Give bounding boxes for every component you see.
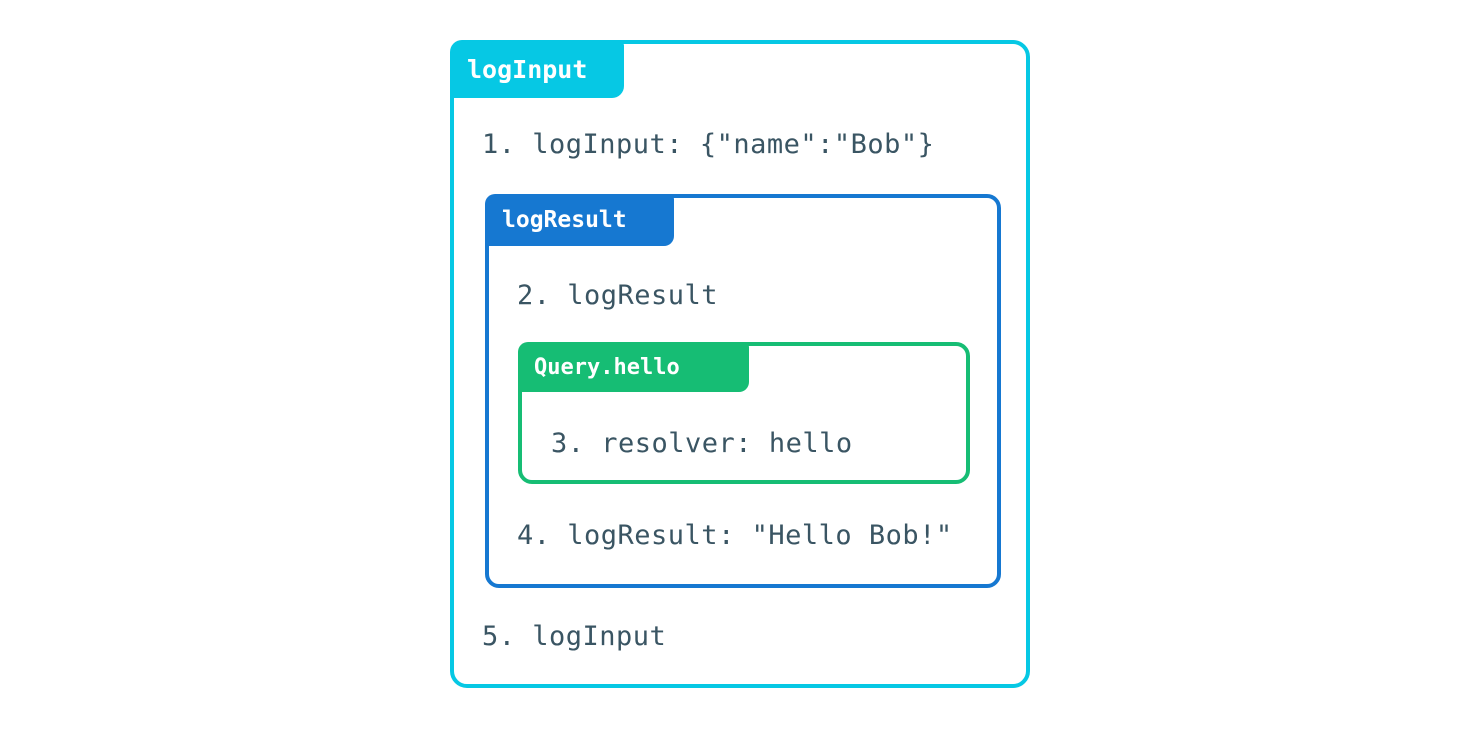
query-hello-tab-label: Query.hello xyxy=(518,342,749,392)
log-line-2: 2. logResult xyxy=(517,280,719,311)
log-input-tab-label: logInput xyxy=(450,40,624,98)
log-line-5: 5. logInput xyxy=(482,621,667,652)
log-line-3: 3. resolver: hello xyxy=(551,428,853,459)
query-hello-box: Query.hello 3. resolver: hello xyxy=(518,342,970,484)
log-result-tab-label: logResult xyxy=(485,194,674,246)
log-input-box: logInput 1. logInput: {"name":"Bob"} log… xyxy=(450,40,1030,688)
log-line-4: 4. logResult: "Hello Bob!" xyxy=(517,520,953,551)
log-line-1: 1. logInput: {"name":"Bob"} xyxy=(482,129,935,160)
log-result-box: logResult 2. logResult Query.hello 3. re… xyxy=(485,194,1001,588)
